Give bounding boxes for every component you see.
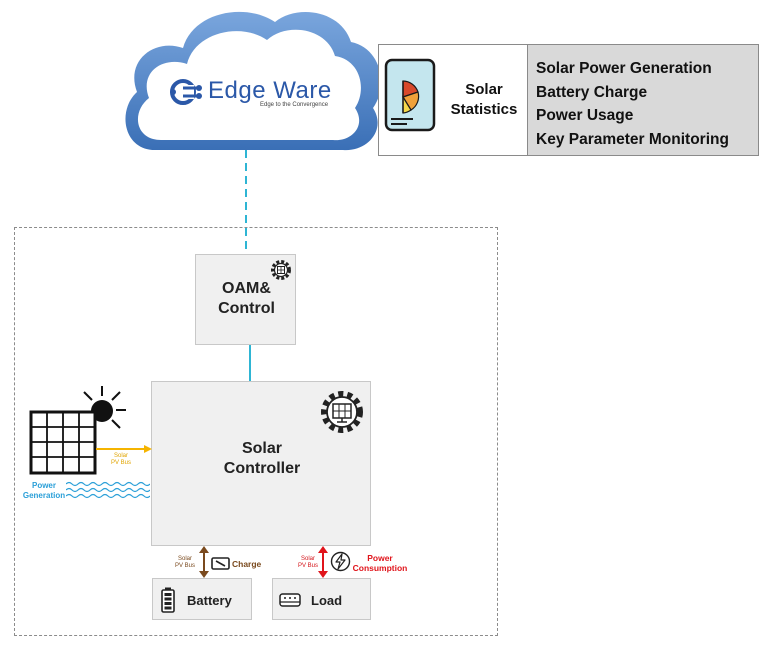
stats-item: Power Usage — [536, 107, 634, 124]
battery-bus-label: Solar PV Bus — [168, 556, 202, 570]
stats-title-line1: Solar — [465, 81, 503, 98]
stats-item: Battery Charge — [536, 83, 648, 101]
power-consumption-label: Power Consumption — [350, 553, 410, 573]
energy-wave-icon — [66, 481, 150, 499]
power-generation-label: Power Generation — [16, 481, 72, 501]
stats-feature-list: Solar Power Generation Battery Charge Po… — [527, 45, 758, 155]
pv-bus-label: Solar PV Bus — [104, 453, 138, 467]
logo-mark-icon — [170, 79, 202, 105]
solar-controller-box: Solar Controller — [151, 381, 371, 546]
load-box: Load — [272, 578, 371, 620]
battery-bus-line1: Solar — [177, 556, 192, 562]
battery-bidirectional-arrow — [199, 546, 209, 578]
stats-title: Solar Statistics — [441, 45, 527, 155]
load-label: Load — [311, 593, 343, 608]
power-consumption-line2: Consumption — [352, 563, 408, 573]
battery-label: Battery — [187, 593, 232, 608]
oam-label: OAM& Control — [196, 279, 297, 319]
controller-label-line2: Controller — [223, 460, 301, 477]
battery-bus-line2: PV Bus — [174, 563, 195, 569]
power-generation-line1: Power — [31, 481, 56, 490]
load-device-icon — [279, 593, 301, 607]
gear-panel-icon — [271, 260, 291, 280]
load-bus-line2: PV Bus — [297, 563, 318, 569]
pv-bus-line2: PV Bus — [110, 460, 131, 466]
report-chart-icon — [379, 45, 441, 155]
controller-label-line1: Solar — [241, 440, 282, 457]
load-bidirectional-arrow — [318, 546, 328, 578]
battery-box: Battery — [152, 578, 252, 620]
power-generation-line2: Generation — [22, 491, 66, 500]
stats-item: Key Parameter Monitoring — [536, 130, 729, 148]
battery-icon — [161, 587, 175, 613]
solar-statistics-panel: Solar Statistics Solar Power Generation … — [378, 44, 759, 156]
logo-tagline: Edge to the Convergence — [260, 102, 329, 108]
stats-item: Solar Power Generation — [536, 60, 712, 77]
power-consumption-line1: Power — [367, 553, 393, 563]
logo-brand: Edge Ware — [208, 77, 332, 104]
cloud-shape — [125, 11, 382, 151]
solar-panel-sun-icon — [29, 386, 126, 475]
pv-bus-line1: Solar — [113, 453, 128, 459]
oam-control-box: OAM& Control — [195, 254, 296, 345]
stats-title-line2: Statistics — [450, 101, 518, 118]
edgeware-logo: Edge Ware Edge to the Convergence — [166, 75, 346, 115]
controller-label: Solar Controller — [152, 439, 372, 479]
oam-label-line2: Control — [218, 300, 275, 317]
pv-input-arrow — [96, 445, 152, 453]
charge-meter-icon — [211, 557, 230, 570]
gateway-boundary — [14, 227, 498, 636]
charge-label: Charge — [232, 559, 262, 569]
oam-label-line1: OAM& — [222, 280, 271, 297]
lightning-power-icon — [330, 551, 351, 572]
load-bus-line1: Solar — [300, 556, 315, 562]
gear-solar-panel-icon — [321, 391, 363, 433]
load-bus-label: Solar PV Bus — [291, 556, 325, 570]
